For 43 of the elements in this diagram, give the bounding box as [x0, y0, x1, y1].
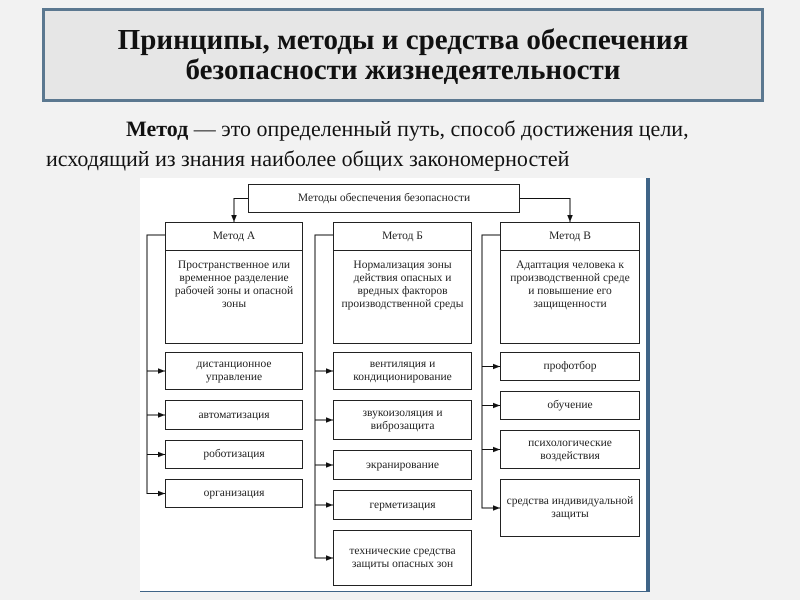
process-box	[333, 400, 472, 440]
title-banner: Принципы, методы и средства обеспечения безопасности жизнедеятельности	[42, 8, 764, 102]
node-label: автоматизация	[198, 408, 270, 422]
process-box	[165, 352, 303, 390]
method-heading: Метод А	[212, 230, 256, 243]
node-label: средства индивидуальной защиты	[506, 495, 634, 521]
process-box	[500, 430, 640, 469]
arrow	[314, 234, 334, 561]
definition-text: Метод — это определенный путь, способ достижения цели, исходящий из знания наиболее общих закономерностей	[46, 115, 690, 173]
process-box	[333, 530, 472, 586]
method-box	[333, 222, 472, 344]
process-box	[500, 479, 640, 537]
process-box	[165, 400, 303, 430]
arrow	[520, 198, 573, 222]
method-heading: Метод Б	[382, 230, 423, 243]
node-label: вентиляция и кондиционирование	[352, 358, 453, 384]
node-label: технические средства защиты опасных зон	[348, 545, 457, 571]
node-label: герметизация	[369, 498, 436, 512]
node-label: обучение	[547, 399, 593, 412]
node-label: профотбор	[543, 360, 597, 373]
method-box	[165, 222, 303, 344]
node-label: Методы обеспечения безопасности	[298, 192, 470, 205]
process-box	[165, 479, 303, 508]
process-box	[333, 450, 472, 480]
node-label: психологические воздействия	[527, 436, 613, 462]
method-heading: Метод В	[549, 230, 591, 243]
process-box	[165, 440, 303, 469]
process-box	[500, 352, 640, 381]
arrow	[482, 234, 500, 511]
process-box	[333, 352, 472, 390]
node-label: звукоизоляция и виброзащита	[362, 407, 444, 433]
arrow	[231, 198, 248, 222]
method-description: Адаптация человека к производственной среде и повышение его защищенности	[509, 259, 631, 311]
method-description: Пространственное или временное разделение рабочей зоны и опасной зоны	[174, 259, 294, 311]
node-label: роботизация	[203, 448, 265, 461]
node-label: дистанционное управление	[196, 358, 272, 384]
process-box	[248, 184, 520, 213]
method-box	[500, 222, 640, 344]
node-label: экранирование	[366, 458, 439, 472]
node-label: организация	[204, 487, 264, 500]
process-box	[500, 391, 640, 420]
method-description: Нормализация зоны действия опасных и вредных факторов производственной среды	[340, 259, 465, 311]
process-box	[333, 490, 472, 520]
